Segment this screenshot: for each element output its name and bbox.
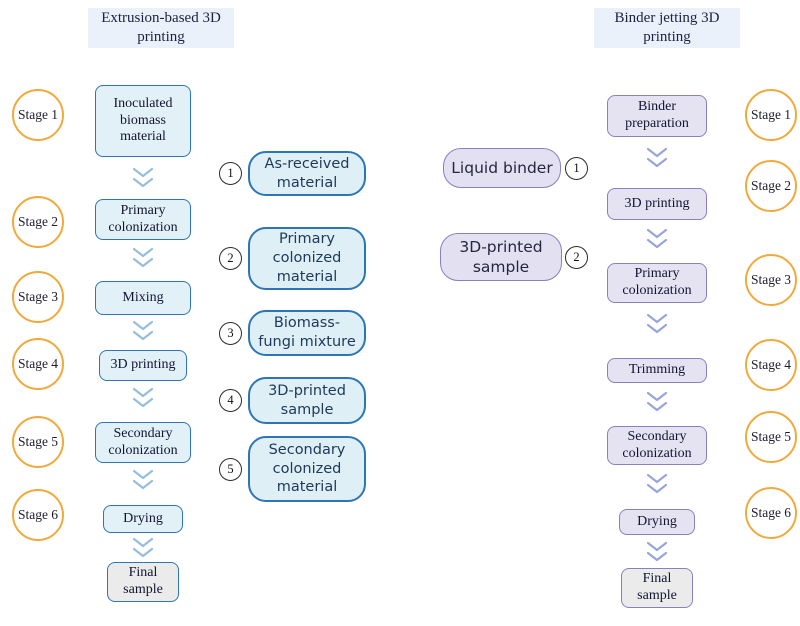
flow-step-primary-colonization: Primary colonization xyxy=(607,263,707,303)
chevron-down-icon xyxy=(644,472,670,496)
chevron-down-icon xyxy=(644,146,670,170)
chevron-down-icon xyxy=(644,227,670,251)
chevron-down-icon xyxy=(130,536,156,560)
flow-step-3d-printing: 3D printing xyxy=(99,350,187,381)
right-stage-6-circle: Stage 6 xyxy=(745,487,797,539)
left-stage-3-circle: Stage 3 xyxy=(12,271,64,323)
flow-step-trimming: Trimming xyxy=(607,358,707,383)
left-stage-2-circle: Stage 2 xyxy=(12,196,64,248)
flow-step-mixing: Mixing xyxy=(95,281,191,315)
right-stage-4-circle: Stage 4 xyxy=(745,339,797,391)
left-stage-5-circle: Stage 5 xyxy=(12,416,64,468)
chevron-down-icon xyxy=(130,166,156,190)
callout-number-1: 1 xyxy=(219,162,242,185)
right-stage-1-circle: Stage 1 xyxy=(745,89,797,141)
flow-step-inoculated-biomass: Inoculated biomass material xyxy=(95,85,191,157)
callout-number-2: 2 xyxy=(219,247,242,270)
left-column-title: Extrusion-based 3D printing xyxy=(88,8,234,48)
right-stage-3-circle: Stage 3 xyxy=(745,254,797,306)
chevron-down-icon xyxy=(644,540,670,564)
right-stage-2-circle: Stage 2 xyxy=(745,160,797,212)
flow-step-3d-printing: 3D printing xyxy=(607,188,707,220)
flow-step-final-sample: Final sample xyxy=(107,562,179,602)
chevron-down-icon xyxy=(130,246,156,270)
chevron-down-icon xyxy=(130,468,156,492)
callout-number-3: 3 xyxy=(219,322,242,345)
flow-step-primary-colonization: Primary colonization xyxy=(95,199,191,240)
callout-3d-printed-sample: 3D-printed sample xyxy=(248,377,366,424)
right-stage-5-circle: Stage 5 xyxy=(745,411,797,463)
right-column-title: Binder jetting 3D printing xyxy=(594,8,740,48)
flow-step-secondary-colonization: Secondary colonization xyxy=(607,426,707,465)
left-stage-4-circle: Stage 4 xyxy=(12,338,64,390)
callout-biomass-fungi-mixture: Biomass-fungi mixture xyxy=(248,310,366,356)
left-stage-1-circle: Stage 1 xyxy=(12,89,64,141)
callout-primary-colonized-material: Primary colonized material xyxy=(248,227,366,290)
callout-number-4: 4 xyxy=(219,389,242,412)
input-number-1: 1 xyxy=(565,157,588,180)
flow-step-drying: Drying xyxy=(619,509,695,535)
flow-step-secondary-colonization: Secondary colonization xyxy=(95,422,191,463)
chevron-down-icon xyxy=(130,386,156,410)
left-stage-6-circle: Stage 6 xyxy=(12,489,64,541)
flow-step-drying: Drying xyxy=(103,505,183,533)
callout-secondary-colonized-material: Secondary colonized material xyxy=(248,436,366,502)
input-3d-printed-sample: 3D-printed sample xyxy=(440,233,562,281)
chevron-down-icon xyxy=(130,319,156,343)
callout-number-5: 5 xyxy=(219,458,242,481)
flow-step-binder-preparation: Binder preparation xyxy=(607,95,707,137)
input-number-2: 2 xyxy=(565,246,588,269)
input-liquid-binder: Liquid binder xyxy=(443,148,561,188)
chevron-down-icon xyxy=(644,312,670,336)
chevron-down-icon xyxy=(644,390,670,414)
callout-as-received-material: As-received material xyxy=(248,151,366,196)
flow-step-final-sample: Final sample xyxy=(621,568,693,608)
